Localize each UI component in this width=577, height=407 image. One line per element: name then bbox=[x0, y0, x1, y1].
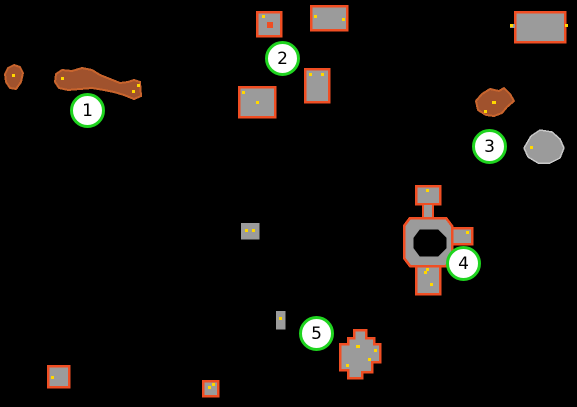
cave-area-3-gray bbox=[523, 129, 565, 164]
map-marker-3[interactable]: 3 bbox=[472, 129, 507, 164]
room-2-west bbox=[237, 85, 277, 119]
room-2-northeast bbox=[309, 4, 349, 32]
map-marker-4[interactable]: 4 bbox=[446, 246, 481, 281]
room-complex-4 bbox=[402, 184, 474, 296]
room-2-east bbox=[303, 67, 331, 104]
cave-area-1 bbox=[53, 66, 143, 101]
map-marker-2[interactable]: 2 bbox=[265, 41, 300, 76]
room-complex-5 bbox=[338, 328, 382, 380]
map-marker-5[interactable]: 5 bbox=[299, 316, 334, 351]
room-southwest bbox=[46, 364, 71, 389]
room-2-north bbox=[255, 10, 283, 38]
cave-small-left bbox=[3, 63, 25, 91]
room-south-small bbox=[201, 379, 220, 398]
cave-area-3 bbox=[474, 86, 516, 118]
map-marker-1[interactable]: 1 bbox=[70, 93, 105, 128]
room-thin-vertical bbox=[275, 310, 286, 330]
room-far-east bbox=[510, 10, 568, 44]
room-tiny-center bbox=[240, 222, 260, 240]
